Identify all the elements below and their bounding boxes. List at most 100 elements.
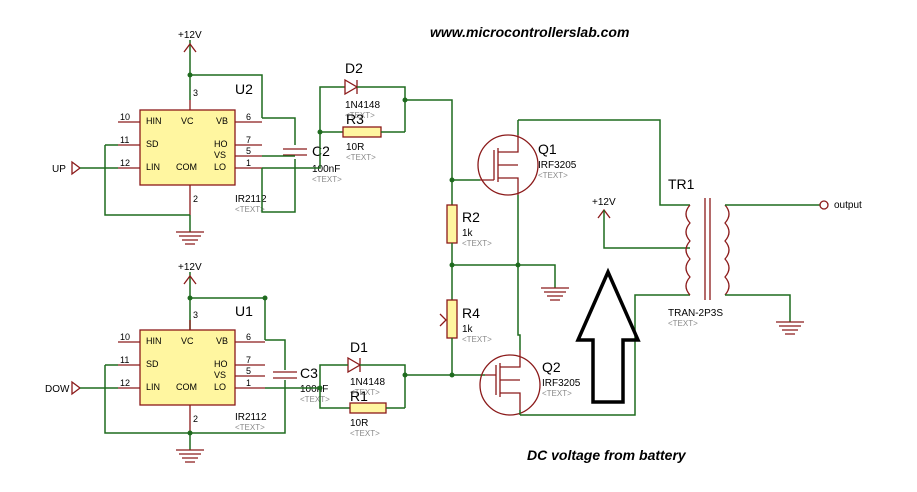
pin-number: 3 [193, 88, 198, 98]
caption-text: DC voltage from battery [527, 447, 687, 463]
d1-value: 1N4148 [350, 377, 385, 388]
r1-value: 10R [350, 418, 368, 429]
pin-com: COM [176, 162, 197, 172]
pin-com: COM [176, 382, 197, 392]
secondary-coil-icon [724, 204, 730, 296]
mosfet-q2: Q2 IRF3205 <TEXT> [479, 265, 581, 416]
resistor-icon [349, 402, 387, 414]
output-terminal-icon [819, 200, 829, 210]
pin-ho: HO [214, 359, 228, 369]
c2-ref: C2 [312, 143, 330, 159]
pin-ho: HO [214, 139, 228, 149]
pin-vs: VS [214, 370, 226, 380]
pin-number: 7 [246, 355, 251, 365]
pin-number: 1 [246, 378, 251, 388]
input-port-icon [71, 380, 82, 396]
pin-number: 11 [120, 355, 129, 365]
pin-hin: HIN [146, 336, 162, 346]
up-port-label: UP [52, 164, 66, 175]
website-banner [425, 20, 680, 44]
r2-value: 1k [462, 228, 474, 239]
resistor-r4: R4 1k <TEXT> [446, 265, 492, 375]
diode-d2: D2 1N4148 <TEXT> [344, 60, 406, 132]
q2-placeholder: <TEXT> [542, 389, 572, 398]
r2-placeholder: <TEXT> [462, 239, 492, 248]
u2-ref: U2 [235, 81, 253, 97]
pin-number: 5 [246, 146, 251, 156]
capacitor-c3-icon [273, 371, 297, 379]
q2-value: IRF3205 [542, 378, 581, 389]
resistor-icon [446, 299, 458, 339]
mosfet-q2-icon [479, 354, 541, 416]
supply-arrow-icon [183, 274, 197, 285]
tr1-placeholder: <TEXT> [668, 319, 698, 328]
q1-ref: Q1 [538, 141, 557, 157]
tr1-ref: TR1 [668, 176, 695, 192]
ic-u2-body [139, 109, 236, 186]
pin-vc: VC [181, 116, 194, 126]
ground-icon [176, 231, 204, 245]
website-url: www.microcontrollerslab.com [430, 24, 629, 40]
pin-number: 10 [120, 332, 130, 342]
supply-label: +12V [178, 30, 202, 41]
pin-lin: LIN [146, 162, 160, 172]
c3-value: 100nF [300, 384, 328, 395]
mosfet-q1-icon [477, 134, 539, 196]
diode-d1: D1 1N4148 <TEXT> [340, 339, 406, 408]
u2-part: IR2112 [235, 194, 267, 205]
supply-label: +12V [592, 197, 616, 208]
pin-sd: SD [146, 139, 159, 149]
d1-placeholder: <TEXT> [350, 388, 380, 397]
r4-placeholder: <TEXT> [462, 335, 492, 344]
resistor-r2: R2 1k <TEXT> [446, 180, 492, 265]
r3-placeholder: <TEXT> [346, 153, 376, 162]
mosfet-q1: Q1 IRF3205 <TEXT> [477, 120, 577, 265]
d2-ref: D2 [345, 60, 363, 76]
r1-ref: R1 [350, 388, 368, 404]
pin-number: 12 [120, 158, 130, 168]
r1-placeholder: <TEXT> [350, 429, 380, 438]
pin-number: 5 [246, 366, 251, 376]
q2-ref: Q2 [542, 359, 561, 375]
pin-sd: SD [146, 359, 159, 369]
ground-icon [541, 287, 569, 301]
d2-value: 1N4148 [345, 100, 380, 111]
r4-ref: R4 [462, 305, 480, 321]
pin-lo: LO [214, 162, 226, 172]
pin-lin: LIN [146, 382, 160, 392]
c3-ref: C3 [300, 365, 318, 381]
pin-number: 1 [246, 158, 251, 168]
r3-value: 10R [346, 142, 364, 153]
pin-vc: VC [181, 336, 194, 346]
resistor-r3: R3 10R <TEXT> [322, 111, 405, 162]
transformer-tr1: output TR1 TRAN-2P3S <TEXT> [668, 176, 862, 335]
c3-placeholder: <TEXT> [300, 395, 330, 404]
diode-icon [344, 78, 359, 96]
u1-part: IR2112 [235, 412, 267, 423]
tr1-value: TRAN-2P3S [668, 308, 723, 319]
probe-marker-icon [439, 313, 447, 327]
ground-icon [176, 449, 204, 463]
c2-placeholder: <TEXT> [312, 175, 342, 184]
pin-number: 12 [120, 378, 130, 388]
pin-number: 11 [120, 135, 129, 145]
output-label: output [834, 200, 862, 211]
pin-vb: VB [216, 336, 228, 346]
battery-arrow-icon [575, 267, 641, 404]
q1-placeholder: <TEXT> [538, 171, 568, 180]
pin-hin: HIN [146, 116, 162, 126]
pin-number: 6 [246, 112, 251, 122]
c2-value: 100nF [312, 164, 340, 175]
resistor-r1: R1 10R <TEXT> [338, 388, 405, 438]
pin-lo: LO [214, 382, 226, 392]
pin-number: 2 [193, 414, 198, 424]
resistor-icon [342, 126, 382, 138]
r3-ref: R3 [346, 111, 364, 127]
driver-u2: +12V U2 IR2112 <TEXT> HIN SD LIN VC COM … [52, 30, 342, 245]
d1-ref: D1 [350, 339, 368, 355]
ground-icon [776, 321, 804, 335]
u2-placeholder: <TEXT> [235, 205, 265, 214]
pin-vs: VS [214, 150, 226, 160]
